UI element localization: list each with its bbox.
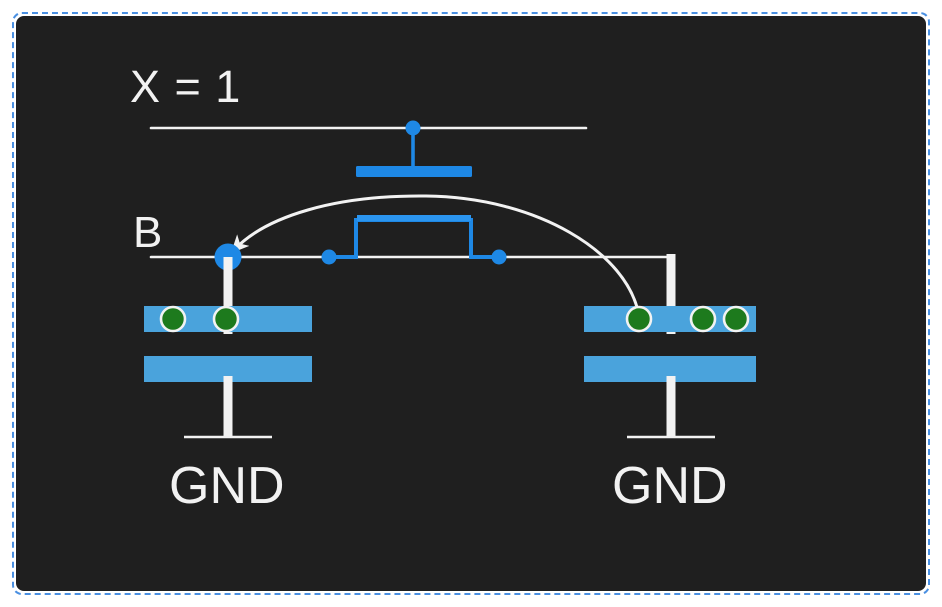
circuit-diagram-svg[interactable]: X = 1 B GND GND xyxy=(16,16,926,591)
capacitor-left-charges xyxy=(159,305,240,333)
charge-dot xyxy=(212,305,240,333)
label-x-input: X = 1 xyxy=(130,61,241,112)
gate-electrode-bar[interactable] xyxy=(356,166,472,177)
capacitor-left-group[interactable] xyxy=(144,257,312,439)
label-gnd-left: GND xyxy=(169,457,285,515)
b-signal-rail-group[interactable] xyxy=(149,215,673,271)
charge-dot xyxy=(722,305,750,333)
b-rail-dot-right[interactable] xyxy=(491,249,507,265)
channel-pulse-top-highlight xyxy=(357,215,471,221)
charge-dot xyxy=(689,305,717,333)
diagram-canvas[interactable]: X = 1 B GND GND xyxy=(16,16,926,591)
selection-outline[interactable] xyxy=(12,12,930,595)
charge-transfer-arc xyxy=(230,194,641,318)
label-gnd-right: GND xyxy=(612,457,728,515)
gate-group[interactable] xyxy=(356,128,472,177)
charge-transfer-arrow-group xyxy=(230,194,641,318)
charge-dot xyxy=(159,305,187,333)
label-node-b: B xyxy=(133,208,162,257)
b-rail-dot-left[interactable] xyxy=(321,249,337,265)
capacitor-right-charges xyxy=(625,305,750,333)
charge-dot xyxy=(625,305,653,333)
capacitor-right-group[interactable] xyxy=(584,254,756,439)
